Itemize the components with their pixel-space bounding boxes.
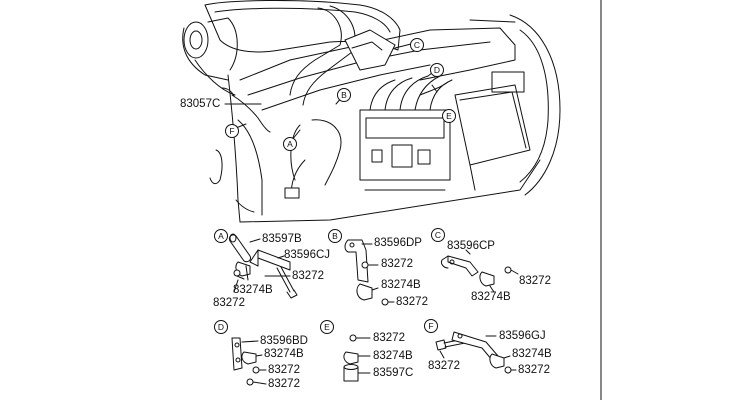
group-c-part-83596cp: 83596CP: [447, 240, 495, 252]
group-b-part-83272-top: 83272: [381, 258, 413, 270]
group-f-callout: F: [424, 319, 438, 333]
group-e-callout: E: [320, 320, 334, 334]
engine-callout-b: B: [337, 88, 351, 102]
group-d-part-83596bd: 83596BD: [260, 335, 308, 347]
group-f-part-83274b: 83274B: [512, 348, 552, 360]
group-e-parts: [343, 334, 371, 382]
group-c-callout: C: [431, 228, 445, 242]
group-e-part-83274b: 83274B: [373, 350, 413, 362]
engine-callout-a: A: [283, 137, 297, 151]
group-c-part-83274b: 83274B: [471, 291, 511, 303]
group-d-part-83272-top: 83272: [268, 364, 300, 376]
group-a-part-83272-bottom: 83272: [213, 297, 245, 309]
group-e-part-83272: 83272: [373, 332, 405, 344]
group-f-parts: [435, 331, 517, 374]
group-a-part-83596cj: 83596CJ: [284, 249, 331, 261]
engine-callout-e: E: [442, 109, 456, 123]
group-b-part-83596dp: 83596DP: [374, 237, 422, 249]
group-b-part-83274b: 83274B: [381, 279, 421, 291]
group-d-callout: D: [214, 320, 228, 334]
group-f-part-83272-left: 83272: [428, 360, 460, 372]
group-f-part-83272-right: 83272: [518, 364, 550, 376]
group-c-part-83272: 83272: [519, 275, 551, 287]
engine-label-83057c: 83057C: [180, 98, 221, 110]
group-d-part-83274b: 83274B: [264, 348, 304, 360]
group-d-part-83272-bottom: 83272: [268, 378, 300, 390]
group-a-part-83597b: 83597B: [262, 233, 302, 245]
group-a-parts: [229, 233, 298, 299]
engine-callout-d: D: [430, 63, 444, 77]
group-a-callout: A: [214, 229, 228, 243]
group-b-callout: B: [328, 229, 342, 243]
group-b-parts: [344, 239, 395, 306]
group-a-part-83274b: 83274B: [233, 284, 273, 296]
group-e-part-83597c: 83597C: [373, 367, 414, 379]
group-f-part-83596gj: 83596GJ: [499, 330, 546, 342]
group-c-parts: [441, 249, 519, 293]
engine-callout-f: F: [225, 124, 239, 138]
engine-callout-c: C: [410, 38, 424, 52]
group-a-part-83272-top: 83272: [292, 270, 324, 282]
group-d-parts: [231, 337, 267, 386]
group-b-part-83272-bottom: 83272: [396, 296, 428, 308]
